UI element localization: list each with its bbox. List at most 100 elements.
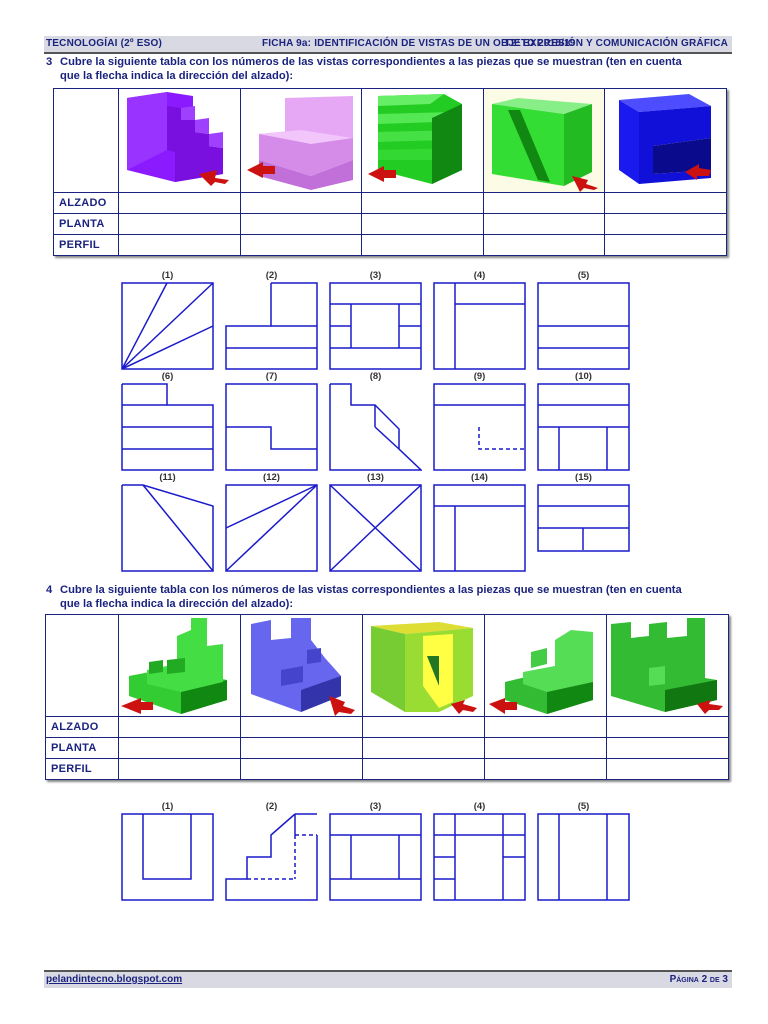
- view-drawing: (5): [537, 801, 630, 903]
- view-number: (10): [575, 371, 592, 382]
- answer-cell[interactable]: [362, 758, 485, 780]
- view-4-drawing: [433, 813, 526, 901]
- answer-cell[interactable]: [606, 758, 729, 780]
- answer-cell[interactable]: [118, 213, 241, 235]
- answer-cell[interactable]: [118, 758, 241, 780]
- view-number: (12): [263, 472, 280, 483]
- view-number: (9): [473, 371, 486, 382]
- view-2-drawing: [225, 282, 318, 370]
- answer-cell[interactable]: [484, 758, 607, 780]
- answer-cell[interactable]: [239, 213, 363, 235]
- row-label-alzado: ALZADO: [53, 192, 119, 214]
- row-label-perfil: PERFIL: [45, 758, 119, 780]
- view-number: (2): [265, 801, 278, 812]
- view-4-drawing: [433, 282, 526, 370]
- answer-cell[interactable]: [361, 234, 484, 256]
- view-drawing: (15): [537, 472, 630, 574]
- view-6-drawing: [121, 383, 214, 471]
- view-drawing: (8): [329, 371, 422, 473]
- question-number: 3: [46, 56, 53, 68]
- answer-cell[interactable]: [482, 234, 606, 256]
- view-13-drawing: [329, 484, 422, 572]
- view-drawing: (5): [537, 270, 630, 372]
- table-corner: [45, 614, 119, 717]
- header-title: FICHA 9a: IDENTIFICACIÓN DE VISTAS DE UN…: [262, 38, 576, 49]
- answer-cell[interactable]: [606, 716, 729, 738]
- green-tower-piece-icon: [121, 617, 227, 714]
- piece-image: [606, 614, 729, 717]
- answer-cell[interactable]: [362, 737, 485, 759]
- view-drawing: (3): [329, 270, 422, 372]
- question-number: 4: [46, 584, 53, 596]
- view-drawing: (9): [433, 371, 526, 473]
- answer-table-q3: ALZADO PLANTA PERFIL: [53, 88, 727, 256]
- answer-cell[interactable]: [482, 192, 606, 214]
- page-number: Página 2 de 3: [669, 974, 728, 985]
- view-5-drawing: [537, 282, 630, 370]
- view-drawing: (4): [433, 801, 526, 903]
- answer-cell[interactable]: [239, 192, 363, 214]
- answer-cell[interactable]: [361, 192, 484, 214]
- view-12-drawing: [225, 484, 318, 572]
- view-8-drawing: [329, 383, 422, 471]
- answer-cell[interactable]: [606, 737, 729, 759]
- table-corner: [53, 88, 119, 193]
- purple-stair-piece-icon: [127, 91, 229, 186]
- view-11-drawing: [121, 484, 214, 572]
- answer-cell[interactable]: [118, 192, 241, 214]
- view-number: (5): [577, 270, 590, 281]
- view-drawing: (2): [225, 270, 318, 372]
- view-drawing: (11): [121, 472, 214, 574]
- view-drawing: (13): [329, 472, 422, 574]
- answer-cell[interactable]: [118, 716, 241, 738]
- green-sloped-block-icon: [491, 97, 598, 192]
- view-drawing: (10): [537, 371, 630, 473]
- answer-cell[interactable]: [362, 716, 485, 738]
- page-header: TECNOLOGÍAI (2º ESO) FICHA 9a: IDENTIFIC…: [44, 36, 732, 54]
- view-number: (6): [161, 371, 174, 382]
- view-10-drawing: [537, 383, 630, 471]
- answer-cell[interactable]: [604, 234, 727, 256]
- view-3-drawing: [329, 282, 422, 370]
- view-number: (13): [367, 472, 384, 483]
- blog-link[interactable]: pelandintecno.blogspot.com: [46, 974, 183, 985]
- piece-image: [240, 614, 363, 717]
- answer-cell[interactable]: [361, 213, 484, 235]
- piece-image: [482, 88, 606, 193]
- answer-cell[interactable]: [604, 192, 727, 214]
- view-number: (11): [159, 472, 176, 483]
- view-number: (3): [369, 801, 382, 812]
- answer-cell[interactable]: [239, 234, 363, 256]
- answer-cell[interactable]: [118, 737, 241, 759]
- piece-image: [239, 88, 363, 193]
- answer-cell[interactable]: [118, 234, 241, 256]
- pink-step-piece-icon: [246, 95, 353, 190]
- piece-image: [118, 614, 241, 717]
- view-1-drawing: [121, 282, 214, 370]
- view-drawing: (3): [329, 801, 422, 903]
- piece-image: [118, 88, 241, 193]
- piece-image: [361, 88, 484, 193]
- view-drawing: (14): [433, 472, 526, 574]
- piece-image: [604, 88, 727, 193]
- answer-cell[interactable]: [604, 213, 727, 235]
- answer-cell[interactable]: [482, 213, 606, 235]
- answer-cell[interactable]: [484, 716, 607, 738]
- page-footer: pelandintecno.blogspot.com Página 2 de 3: [44, 970, 732, 988]
- answer-cell[interactable]: [484, 737, 607, 759]
- view-number: (4): [473, 801, 486, 812]
- view-drawing: (6): [121, 371, 214, 473]
- answer-cell[interactable]: [240, 716, 363, 738]
- view-number: (8): [369, 371, 382, 382]
- blue-tower-piece-icon: [251, 617, 355, 716]
- answer-cell[interactable]: [240, 758, 363, 780]
- row-label-perfil: PERFIL: [53, 234, 119, 256]
- answer-cell[interactable]: [240, 737, 363, 759]
- view-2-drawing: [225, 813, 318, 901]
- green-stair-piece-icon: [489, 629, 593, 714]
- answer-table-q4: ALZADO PLANTA PERFIL: [45, 614, 729, 780]
- view-number: (3): [369, 270, 382, 281]
- view-drawing: (4): [433, 270, 526, 372]
- view-number: (2): [265, 270, 278, 281]
- view-number: (1): [161, 801, 174, 812]
